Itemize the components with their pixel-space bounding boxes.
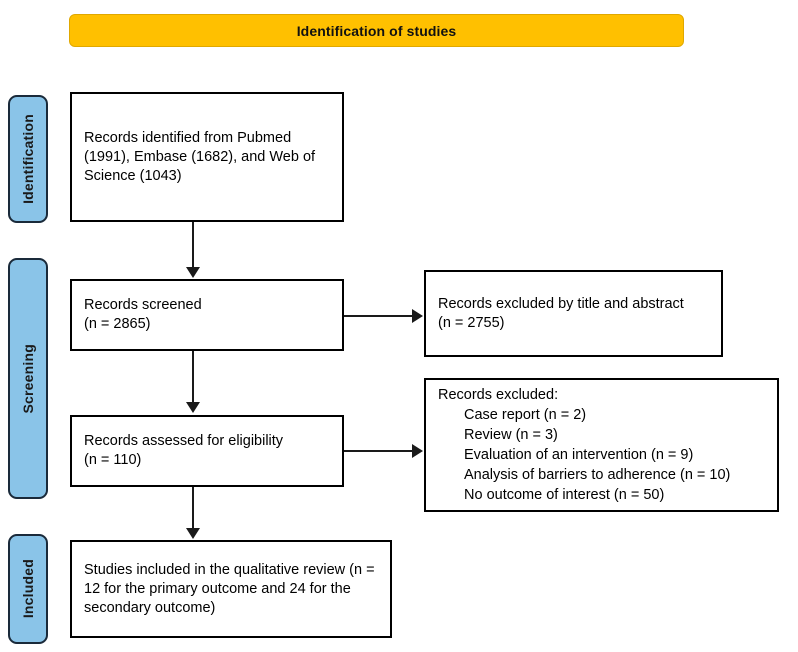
box-records-excluded-title-abstract: Records excluded by title and abstract (… <box>424 270 723 357</box>
box-studies-included-text: Studies included in the qualitative revi… <box>84 561 375 616</box>
connector-screened-to-excluded-line <box>344 315 414 317</box>
arrow-down-icon-identified-to-screened <box>186 267 200 278</box>
stage-bar-identification-label: Identification <box>20 114 36 204</box>
box-records-excluded-reasons: Records excluded: Case report (n = 2) Rev… <box>424 378 779 512</box>
excluded-reasons-content: Records excluded: Case report (n = 2) Rev… <box>426 385 742 505</box>
arrow-down-icon-eligibility-to-included <box>186 528 200 539</box>
stage-bar-screening: Screening <box>8 258 48 499</box>
box-records-assessed-eligibility: Records assessed for eligibility (n = 11… <box>70 415 344 487</box>
excluded-reason-item: No outcome of interest (n = 50) <box>464 487 665 503</box>
box-records-excluded-title-abstract-text: Records excluded by title and abstract (… <box>438 295 684 331</box>
box-records-screened: Records screened (n = 2865) <box>70 279 344 351</box>
stage-bar-included: Included <box>8 534 48 644</box>
header-banner-label: Identification of studies <box>296 22 457 39</box>
connector-screened-to-eligibility-line <box>192 351 194 403</box>
stage-bar-included-label: Included <box>20 559 36 619</box>
box-records-identified: Records identified from Pubmed (1991), E… <box>70 92 344 222</box>
excluded-reason-item: Review (n = 3) <box>464 427 558 443</box>
box-studies-included: Studies included in the qualitative revi… <box>70 540 392 638</box>
connector-identified-to-screened-line <box>192 222 194 268</box>
excluded-reason-item: Evaluation of an intervention (n = 9) <box>464 447 694 463</box>
excluded-reasons-heading: Records excluded: <box>438 387 559 403</box>
connector-eligibility-to-excluded-line <box>344 450 414 452</box>
excluded-reason-item: Case report (n = 2) <box>464 407 587 423</box>
stage-bar-screening-label: Screening <box>20 343 36 414</box>
arrow-down-icon-screened-to-eligibility <box>186 402 200 413</box>
connector-eligibility-to-included-line <box>192 487 194 529</box>
excluded-reasons-list: Case report (n = 2) Review (n = 3) Evaluat… <box>438 405 730 505</box>
header-banner: Identification of studies <box>69 14 684 47</box>
box-records-identified-text: Records identified from Pubmed (1991), E… <box>84 129 316 184</box>
arrow-right-icon-screened-to-excluded <box>412 309 423 323</box>
box-records-assessed-eligibility-text: Records assessed for eligibility (n = 11… <box>84 433 284 468</box>
arrow-right-icon-eligibility-to-excluded <box>412 444 423 458</box>
excluded-reason-item: Analysis of barriers to adherence (n = 1… <box>464 467 731 483</box>
stage-bar-identification: Identification <box>8 95 48 223</box>
box-records-screened-text: Records screened (n = 2865) <box>84 297 202 332</box>
